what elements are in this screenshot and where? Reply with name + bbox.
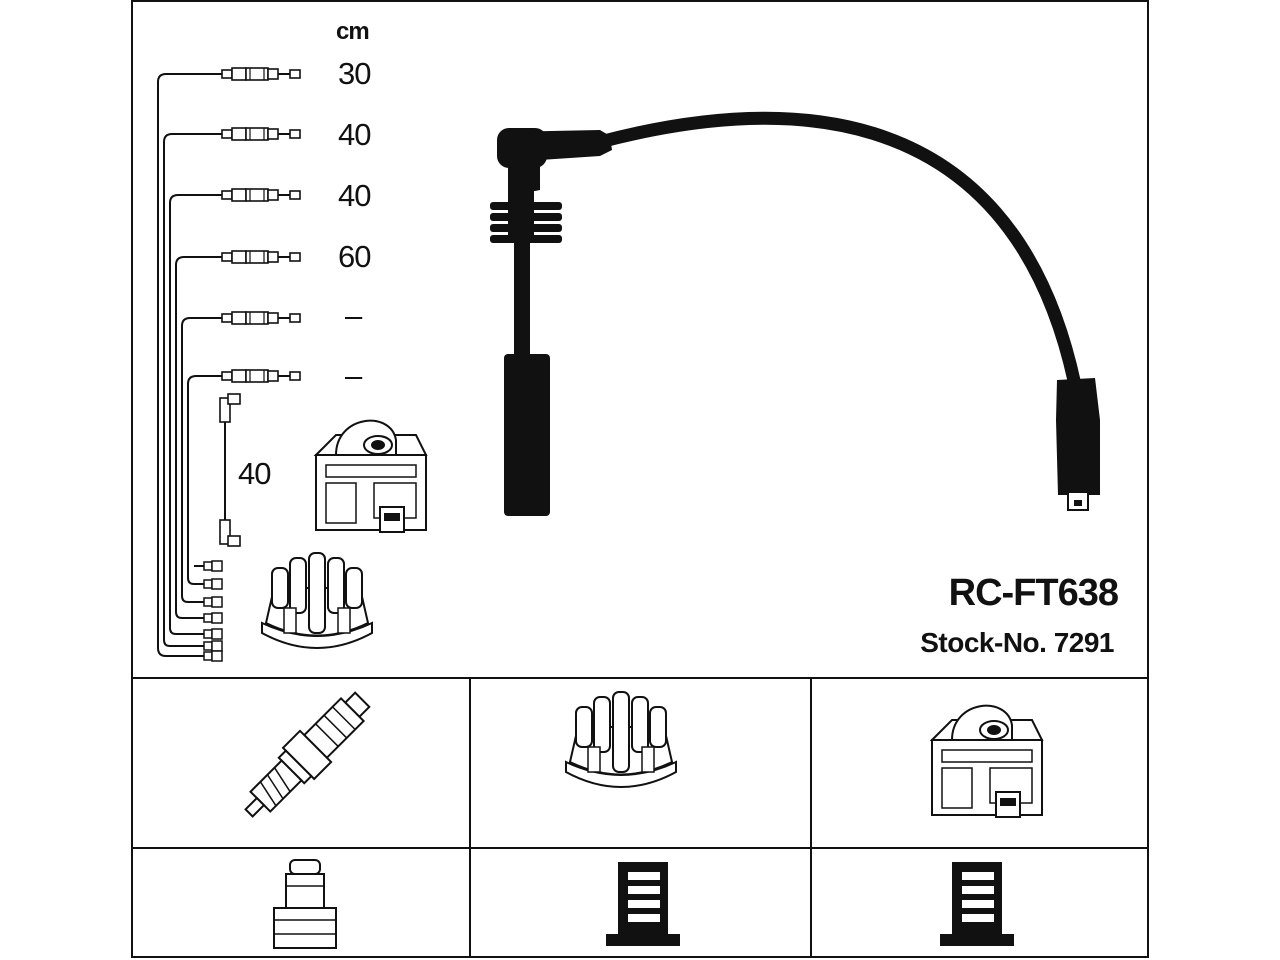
lead-length-4: 60 [338, 239, 371, 274]
ignition-coil-icon [931, 704, 1043, 818]
lead-connector-3 [221, 188, 301, 202]
product-code: RC-FT638 [948, 572, 1119, 614]
lead-length-5: – [345, 298, 362, 333]
lead-length-1: 30 [338, 56, 371, 91]
distributor-cap-icon [565, 691, 677, 788]
lead-connector-6 [221, 369, 301, 383]
lead-connector-1 [221, 67, 301, 81]
lead-connector-2 [221, 127, 301, 141]
spark-plug-terminal-icon [273, 859, 337, 949]
column-divider-left [469, 677, 471, 958]
coil-lead-drawing [219, 393, 241, 547]
stock-number: Stock-No. 7291 [920, 627, 1114, 658]
ignition-cable-drawing [490, 111, 1100, 516]
ignition-coil-small-icon [315, 419, 427, 533]
lead-connector-4 [221, 250, 301, 264]
ignition-coil-terminal-icon [940, 862, 1014, 946]
spark-plug-icon [244, 691, 371, 818]
column-divider-right [810, 677, 812, 958]
section-divider-top [131, 677, 1149, 679]
coil-lead-length: 40 [238, 456, 271, 491]
distributor-cap-small-icon [261, 552, 373, 649]
section-divider-bottom [131, 847, 1149, 849]
lead-connector-5 [221, 311, 301, 325]
lead-set-drawing [157, 67, 301, 662]
lead-length-3: 40 [338, 178, 371, 213]
diagram-frame [131, 0, 1149, 958]
distributor-cap-terminal-icon [606, 862, 680, 946]
lead-length-2: 40 [338, 117, 371, 152]
length-unit-label: cm [336, 18, 370, 45]
lead-length-6: – [345, 358, 362, 393]
